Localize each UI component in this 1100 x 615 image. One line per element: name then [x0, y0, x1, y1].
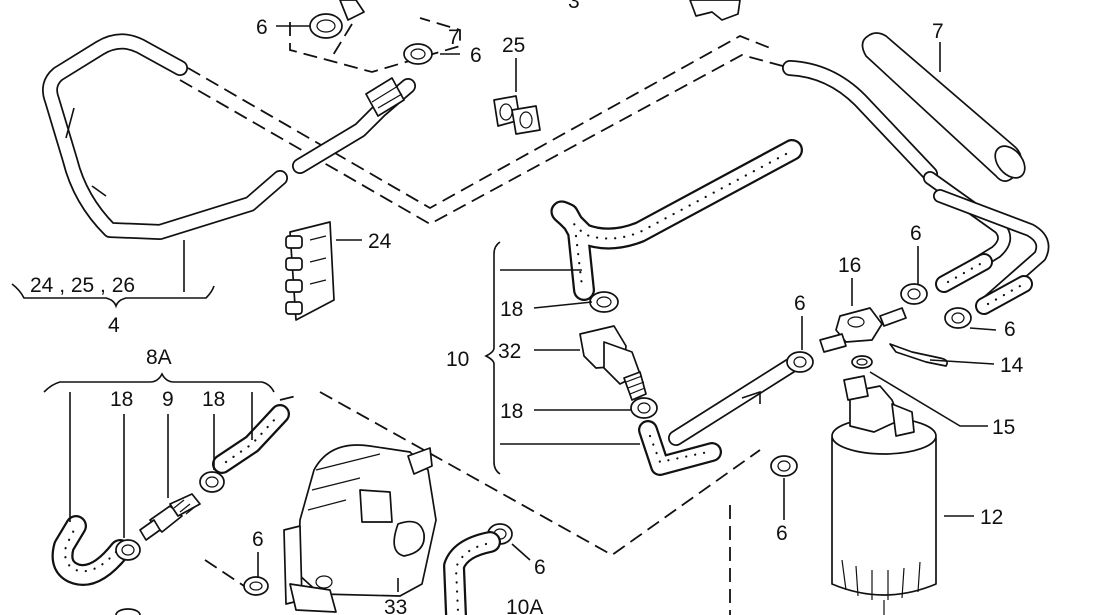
label-25: 25	[502, 34, 525, 57]
label-33: 33	[384, 596, 407, 615]
hose-10-lower	[638, 358, 798, 476]
clamp-18-left-b	[199, 471, 225, 493]
clamp-6-lower	[770, 455, 798, 477]
label-10A: 10A	[506, 596, 543, 615]
clip-14	[889, 343, 948, 367]
hose-clamp-top-right	[403, 43, 433, 65]
leader-lines	[11, 25, 997, 592]
label-6-right-upper: 6	[910, 222, 922, 245]
hose-assembly-4	[42, 33, 416, 240]
label-18-lower: 18	[500, 400, 523, 423]
label-18-upper: 18	[500, 298, 523, 321]
hose-10A	[443, 531, 501, 615]
clamp-18-upper	[589, 291, 619, 313]
label-24: 24	[368, 230, 392, 253]
label-7-sleeve: 7	[932, 20, 944, 43]
label-24-25-26: 24 , 25 , 26	[30, 274, 135, 297]
hose-clamp-top-left	[309, 0, 365, 39]
label-6-top-right: 6	[470, 44, 482, 67]
valve-16	[819, 307, 907, 353]
label-6-right: 6	[1004, 318, 1016, 341]
label-18-left-a: 18	[110, 388, 133, 411]
label-6-top-left: 6	[256, 16, 268, 39]
label-6-bottom-left: 6	[252, 528, 264, 551]
hose-assembly-8A	[51, 404, 290, 586]
label-10: 10	[446, 348, 469, 371]
label-6-bottom-mid: 6	[534, 556, 546, 579]
clamp-18-lower	[630, 397, 658, 419]
top-connector-part	[689, 0, 741, 21]
fuel-line-dashed-upper	[179, 35, 791, 226]
fuel-filter-12	[831, 375, 937, 615]
clamp-6-bottom-left	[243, 576, 269, 596]
fuel-line-dashed-lower	[204, 391, 761, 615]
label-9: 9	[162, 388, 174, 411]
fuel-pump-33	[283, 444, 437, 613]
label-32: 32	[498, 340, 521, 363]
label-8A: 8A	[146, 346, 172, 369]
fuel-line-right	[782, 60, 1050, 315]
protective-sleeve-7	[861, 32, 1026, 182]
label-18-left-b: 18	[202, 388, 225, 411]
label-15: 15	[992, 416, 1015, 439]
check-valve-32	[579, 325, 647, 401]
label-6-lower: 6	[776, 522, 788, 545]
clamp-6-mid	[786, 351, 814, 373]
label-7-top: 7	[448, 26, 460, 49]
clamp-6-right	[944, 307, 972, 329]
label-3: 3	[568, 0, 580, 13]
label-6-mid: 6	[794, 292, 806, 315]
o-ring-15	[851, 355, 873, 369]
clip-holder-24	[285, 221, 335, 321]
seal-ring-bottom	[115, 608, 141, 615]
label-12: 12	[980, 506, 1003, 529]
label-4: 4	[108, 314, 120, 337]
label-14: 14	[1000, 354, 1024, 377]
clip-25	[493, 95, 541, 135]
assembly-outline-top	[289, 17, 461, 73]
label-16: 16	[838, 254, 861, 277]
clamp-6-right-upper	[900, 283, 928, 305]
clamp-18-left-a	[115, 539, 141, 561]
hose-10-upper	[550, 139, 803, 301]
bracket-10	[484, 241, 761, 475]
